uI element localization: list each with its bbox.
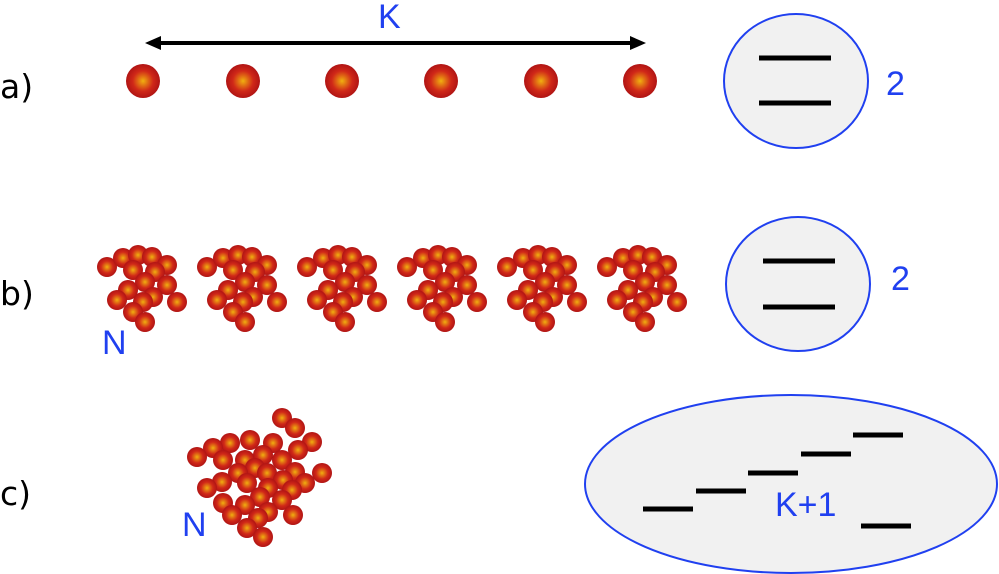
particle-chain [126, 64, 657, 98]
particle [497, 257, 517, 277]
particle [507, 290, 527, 310]
particle [435, 272, 455, 292]
particle [467, 292, 487, 312]
particle [235, 312, 255, 332]
ellipse-outline [584, 394, 998, 574]
particle [207, 290, 227, 310]
particle [222, 505, 242, 525]
particle [312, 463, 332, 483]
particle [597, 257, 617, 277]
row-c-label: c) [0, 474, 31, 513]
particle [213, 450, 233, 470]
particle [157, 275, 177, 295]
particle [635, 272, 655, 292]
n-cluster-size-label-c: N [182, 506, 207, 544]
particle [542, 247, 562, 267]
particle [97, 257, 117, 277]
row-a: a) K 2 [0, 0, 905, 149]
ellipse-outline [725, 216, 871, 352]
particle [442, 247, 462, 267]
particle-cluster [97, 245, 187, 332]
particle [240, 430, 260, 450]
particle [325, 64, 359, 98]
particle [135, 272, 155, 292]
particle [457, 275, 477, 295]
particle [272, 450, 292, 470]
particle [607, 290, 627, 310]
particle [212, 472, 232, 492]
particle [167, 292, 187, 312]
particle [657, 275, 677, 295]
particle [257, 463, 277, 483]
particle-cluster [197, 245, 287, 332]
particle [257, 275, 277, 295]
particle [635, 312, 655, 332]
row-b: b) N 2 [0, 216, 910, 362]
particle [335, 272, 355, 292]
particle [272, 490, 292, 510]
level-count-a: 2 [886, 65, 905, 103]
particle-cluster [397, 245, 487, 332]
particle [623, 64, 657, 98]
particle [535, 272, 555, 292]
particle [187, 447, 207, 467]
particle [397, 257, 417, 277]
particle [424, 64, 458, 98]
energy-level-ellipse-a [723, 13, 869, 149]
arrowhead-left-icon [145, 36, 161, 50]
particle [197, 257, 217, 277]
particle [253, 527, 273, 547]
particle [250, 487, 270, 507]
particle [285, 418, 305, 438]
particle [524, 64, 558, 98]
particle-cluster [297, 245, 387, 332]
energy-level-ellipse-b [725, 216, 871, 352]
particle [197, 478, 217, 498]
particle [307, 290, 327, 310]
particle [297, 257, 317, 277]
level-count-b: 2 [891, 260, 910, 298]
particle [242, 247, 262, 267]
particle [226, 64, 260, 98]
particle [235, 272, 255, 292]
particle [335, 312, 355, 332]
row-b-label: b) [0, 274, 34, 313]
particle [535, 312, 555, 332]
particle [107, 290, 127, 310]
double-arrow-icon [145, 36, 646, 50]
merged-cluster [187, 408, 332, 547]
particle [407, 290, 427, 310]
particle [642, 247, 662, 267]
particle [667, 292, 687, 312]
particle [357, 275, 377, 295]
particle [435, 312, 455, 332]
particle [567, 292, 587, 312]
particle [283, 505, 303, 525]
n-cluster-size-label-b: N [102, 324, 127, 362]
ellipse-outline [723, 13, 869, 149]
particle [288, 440, 308, 460]
particle [237, 473, 257, 493]
particle [267, 292, 287, 312]
particle [135, 312, 155, 332]
row-a-label: a) [0, 67, 33, 106]
k-chain-length-label: K [378, 0, 401, 36]
energy-level-ellipse-c [584, 394, 998, 574]
particle-cluster [497, 245, 587, 332]
level-count-c: K+1 [775, 486, 836, 524]
particle [342, 247, 362, 267]
particle [142, 247, 162, 267]
cluster-chain [97, 245, 687, 332]
particle [237, 518, 257, 538]
particle [126, 64, 160, 98]
particle-cluster [597, 245, 687, 332]
particle [367, 292, 387, 312]
arrowhead-right-icon [630, 36, 646, 50]
particle [220, 433, 240, 453]
row-c: c) N K+1 [0, 394, 998, 574]
particle [557, 275, 577, 295]
